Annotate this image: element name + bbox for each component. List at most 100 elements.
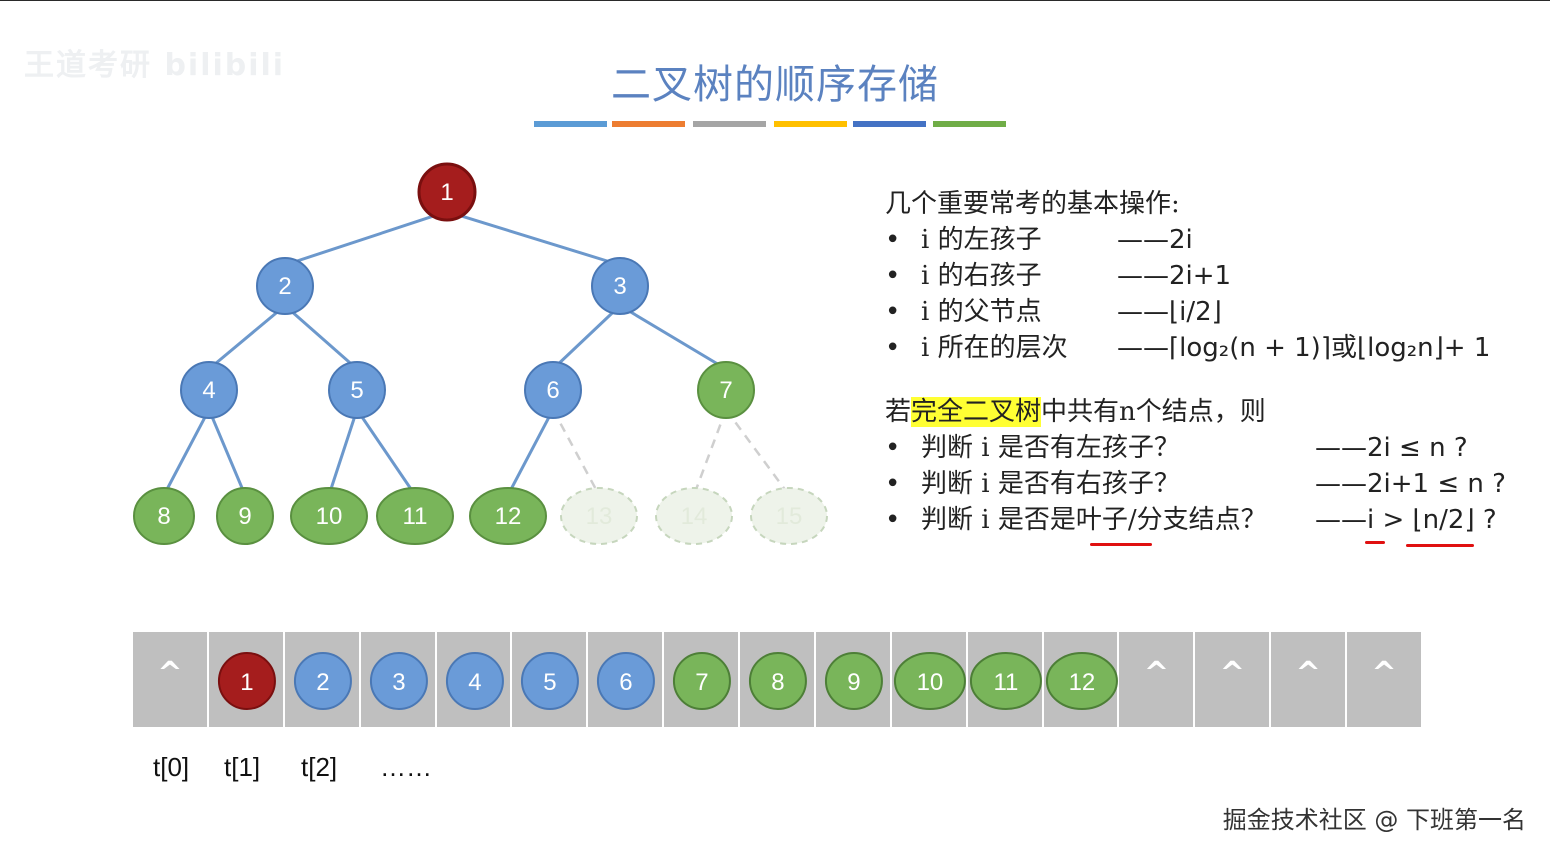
color-bar [933, 121, 1006, 127]
array-node-circle [445, 652, 504, 710]
array-cell: 1 [208, 632, 285, 727]
array-node-circle [521, 652, 580, 710]
bullet: • [885, 469, 901, 499]
tree-node-circle [216, 487, 274, 545]
operation-item: •i 的父节点——⌊i/2⌋ [885, 294, 1222, 330]
array-cell: 10 [891, 632, 968, 727]
array-node-circle [673, 652, 732, 710]
tree-node-3: 3 [591, 257, 649, 315]
array-node-label: 10 [916, 669, 943, 696]
complete-tree-panel: 若完全二叉树中共有n个结点，则 •判断 i 是否有左孩子？——2i ≤ n ?•… [885, 394, 1506, 538]
tree-edge-dashed [692, 409, 728, 496]
tree-node-label: 14 [681, 503, 708, 530]
credit-text: 掘金技术社区 @ 下班第一名 [1222, 806, 1526, 834]
operation-formula: ——2i+1 ≤ n ? [1315, 469, 1506, 499]
array-node-circle [824, 652, 883, 710]
operation-formula: ——⌊i/2⌋ [1117, 297, 1222, 327]
tree-node-label: 3 [613, 273, 626, 300]
operation-label: i 的父节点 [921, 297, 1042, 327]
array-node: 12 [1045, 652, 1118, 710]
tree-node-5: 5 [328, 361, 386, 419]
array-index-label: t[2] [301, 752, 338, 782]
top-border [0, 0, 1550, 1]
tree-edge [284, 210, 448, 267]
bullet: • [885, 261, 901, 291]
array-node: 3 [369, 652, 428, 710]
tree-node-label: 15 [776, 503, 803, 530]
operation-item: •i 的左孩子——2i [885, 222, 1193, 258]
array-node: 8 [748, 652, 807, 710]
tree-node-circle [180, 361, 238, 419]
tree-edge [162, 408, 211, 496]
tree-node-label: 2 [278, 273, 291, 300]
tree-node-15: 15 [750, 487, 828, 545]
null-marker: ^ [1295, 656, 1321, 691]
array-node-label: 7 [695, 669, 708, 696]
operations-heading: 几个重要常考的基本操作: [885, 189, 1180, 219]
array-index-label: t[1] [224, 752, 261, 782]
operation-label: 判断 i 是否有左孩子？ [921, 433, 1180, 463]
array-node: 5 [521, 652, 580, 710]
operation-formula: ——2i+1 [1117, 261, 1232, 291]
array-node: 7 [673, 652, 732, 710]
null-marker: ^ [157, 656, 183, 691]
tree-node-6: 6 [524, 361, 582, 419]
tree-node-circle [655, 487, 733, 545]
tree-node-4: 4 [180, 361, 238, 419]
tree-node-circle [133, 487, 195, 545]
tree-node-8: 8 [133, 487, 195, 545]
tree-node-10: 10 [290, 487, 368, 545]
array-node-label: 1 [240, 669, 253, 696]
tree-edge [446, 210, 621, 267]
tree-node-label: 7 [719, 377, 732, 404]
null-marker: ^ [1143, 656, 1169, 691]
tree-node-circle [560, 487, 638, 545]
tree-edge [619, 304, 727, 371]
heading-suffix: 中共有n个结点，则 [1041, 397, 1266, 427]
array-node: 11 [969, 652, 1042, 710]
operation-label: i 的左孩子 [921, 225, 1042, 255]
tree-node-13: 13 [560, 487, 638, 545]
operation-item: •i 所在的层次——⌈log₂(n + 1)⌉或⌊log₂n⌋+ 1 [885, 330, 1490, 366]
tree-node-label: 5 [350, 377, 363, 404]
operation-label: 判断 i 是否有右孩子？ [921, 469, 1180, 499]
tree-node-label: 8 [157, 503, 170, 530]
array-cell: ^ [133, 632, 209, 727]
tree-node-2: 2 [256, 257, 314, 315]
color-bar [853, 121, 926, 127]
null-marker: ^ [1219, 656, 1245, 691]
bullet: • [885, 333, 901, 363]
array-cell: ^ [1119, 632, 1196, 727]
tree-edge [551, 304, 622, 371]
tree-node-circle [697, 361, 755, 419]
array-cell: 3 [360, 632, 437, 727]
bullet: • [885, 433, 901, 463]
tree-node-label: 12 [495, 503, 522, 530]
array-node-label: 3 [392, 669, 405, 696]
color-bar [534, 121, 607, 127]
array-cell: ^ [1271, 632, 1348, 727]
color-bar [693, 121, 766, 127]
color-bar [774, 121, 847, 127]
array-node-circle [969, 652, 1042, 710]
tree-node-label: 1 [440, 179, 453, 206]
array-index-label: t[0] [153, 752, 190, 782]
tree-node-12: 12 [469, 487, 547, 545]
array-node-label: 5 [544, 669, 557, 696]
array-node: 9 [824, 652, 883, 710]
heading-prefix: 若 [885, 397, 912, 427]
tree-edge [284, 304, 358, 371]
array-cell: 8 [740, 632, 816, 727]
red-underline-n2 [1406, 544, 1474, 547]
tree-node-11: 11 [376, 487, 454, 545]
tree-edge [208, 304, 286, 371]
operation-item: •判断 i 是否有左孩子？——2i ≤ n ? [885, 430, 1468, 466]
array-node: 10 [893, 652, 966, 710]
tree-node-label: 13 [586, 503, 613, 530]
array-node-label: 8 [771, 669, 784, 696]
tree-node-circle [469, 487, 547, 545]
slide-title: 二叉树的顺序存储 [611, 62, 939, 108]
tree-node-circle [376, 487, 454, 545]
